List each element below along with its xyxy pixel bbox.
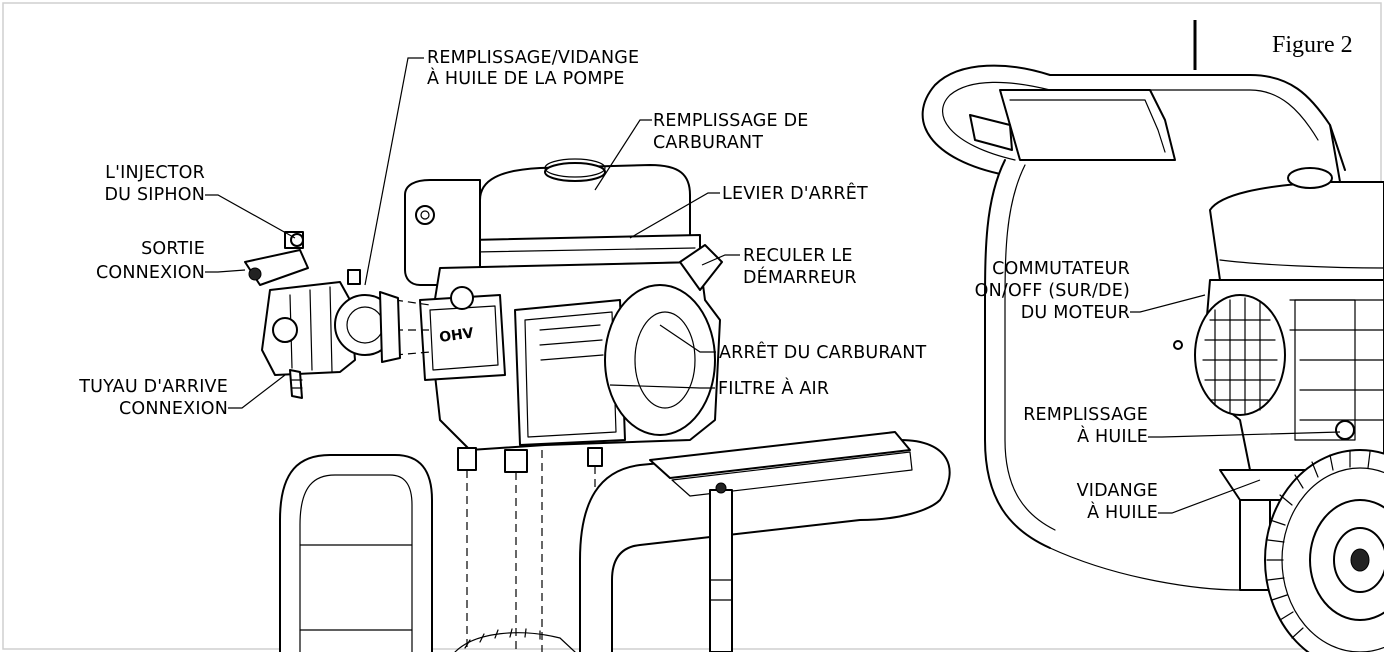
label-tuyau-line1: TUYAU D'ARRIVE — [78, 377, 228, 397]
label-injector-line2: DU SIPHON — [105, 185, 206, 205]
label-sortie-line1: SORTIE — [141, 239, 205, 259]
leader-lines — [205, 57, 1341, 514]
label-commutateur-line3: DU MOTEUR — [1021, 303, 1130, 323]
label-commutateur-line1: COMMUTATEUR — [992, 259, 1130, 279]
label-remplissage-vidange-line1: REMPLISSAGE/VIDANGE — [427, 48, 639, 68]
label-vidange-huile-line1: VIDANGE — [1077, 481, 1158, 501]
label-remplissage-carburant-line1: REMPLISSAGE DE — [653, 111, 809, 131]
label-reculer-line1: RECULER LE — [743, 246, 853, 266]
label-levier-arret: LEVIER D'ARRÊT — [722, 182, 868, 204]
label-remplissage-huile-line2: À HUILE — [1077, 425, 1148, 447]
label-remplissage-carburant-line2: CARBURANT — [653, 133, 763, 153]
label-reculer-line2: DÉMARREUR — [743, 266, 857, 288]
label-injector-line1: L'INJECTOR — [105, 163, 205, 183]
callout-labels: Figure 2 REMPLISSAGE/VIDANGE À HUILE DE … — [78, 32, 1352, 523]
exploded-engine-drawing: OHV — [244, 158, 723, 652]
label-filtre-air: FILTRE À AIR — [718, 377, 829, 399]
label-vidange-huile-line2: À HUILE — [1087, 501, 1158, 523]
label-arret-carburant: ARRÊT DU CARBURANT — [719, 341, 927, 363]
figure-label: Figure 2 — [1272, 32, 1353, 58]
assembled-unit-drawing — [921, 20, 1384, 652]
label-commutateur-line2: ON/OFF (SUR/DE) — [975, 281, 1130, 301]
ohv-badge: OHV — [438, 325, 475, 346]
lower-frame-drawing — [279, 431, 951, 652]
label-tuyau-line2: CONNEXION — [119, 399, 228, 419]
label-remplissage-huile-line1: REMPLISSAGE — [1023, 405, 1148, 425]
label-sortie-line2: CONNEXION — [96, 263, 205, 283]
label-remplissage-vidange-line2: À HUILE DE LA POMPE — [427, 67, 625, 89]
